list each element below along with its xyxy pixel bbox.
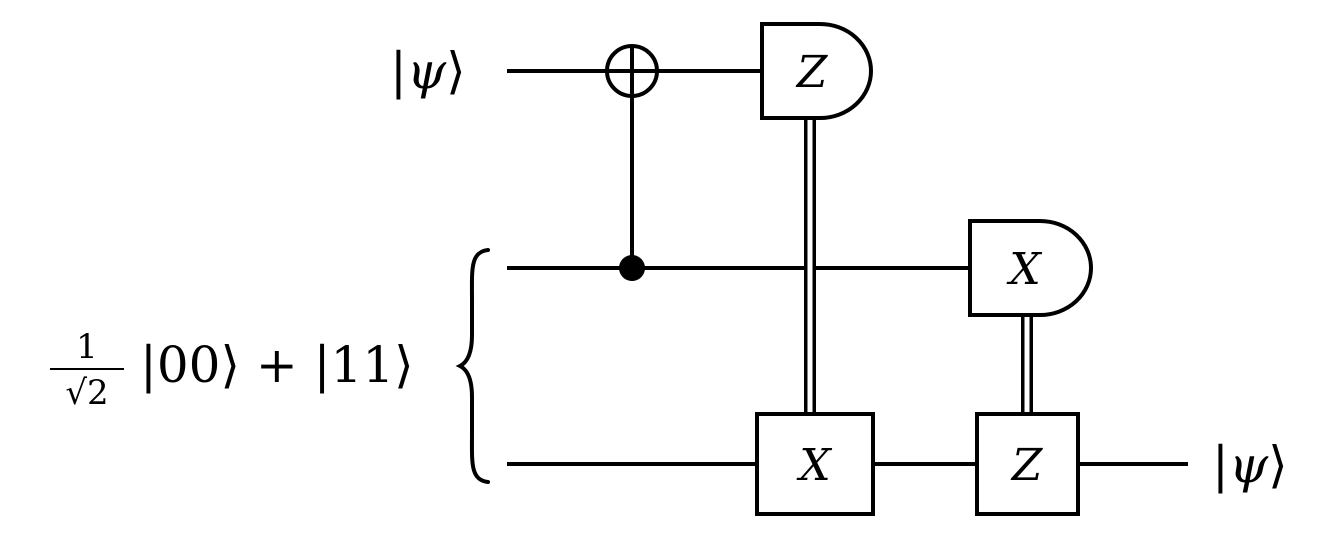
cnot-control-dot: [619, 255, 645, 281]
output-state-label: |ψ⟩: [1212, 440, 1288, 490]
bell-state-fraction: 1 √2: [50, 330, 124, 410]
correction-x-gate: [755, 412, 875, 516]
input-ket-bar: |: [390, 42, 407, 100]
measure-z-label: Z: [795, 47, 829, 98]
bell-pair-brace: [455, 248, 490, 484]
measure-z-gate: [760, 22, 873, 120]
output-ket-bar: |: [1212, 436, 1229, 494]
measure-x-gate: [968, 219, 1093, 317]
output-ket-bracket: ⟩: [1268, 436, 1288, 494]
output-psi-symbol: ψ: [1228, 436, 1269, 494]
correction-z-gate: [975, 412, 1080, 516]
correction-x-label: X: [796, 440, 832, 491]
input-state-label: |ψ⟩: [390, 46, 466, 96]
fraction-denominator: √2: [65, 373, 109, 413]
input-ket-bracket: ⟩: [446, 42, 466, 100]
correction-z-label: Z: [1010, 440, 1044, 491]
measure-x-label: X: [1006, 244, 1042, 295]
bell-state-expression: |00⟩ + |11⟩: [140, 336, 414, 394]
input-psi-symbol: ψ: [406, 42, 447, 100]
fraction-bar: [50, 368, 124, 370]
fraction-numerator: 1: [76, 327, 98, 367]
